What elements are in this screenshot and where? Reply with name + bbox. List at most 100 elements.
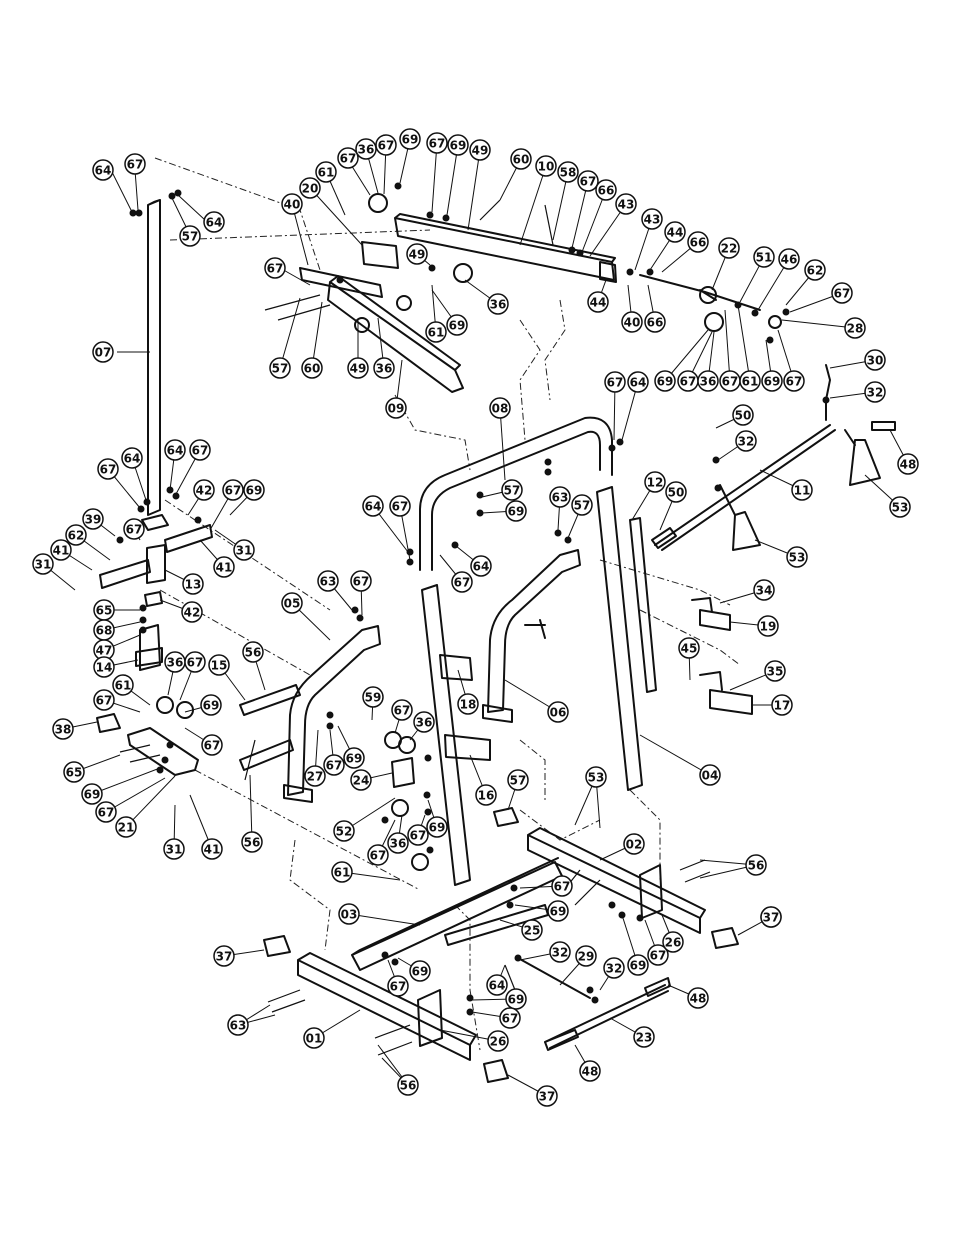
- callout-number: 67: [607, 376, 624, 390]
- part-callout-48: 48: [579, 1060, 601, 1082]
- part-22-cable-arm: [639, 274, 761, 311]
- callout-number: 44: [667, 226, 684, 240]
- callout-circle: [831, 282, 853, 304]
- callout-circle: [32, 553, 54, 575]
- callout-number: 41: [53, 544, 70, 558]
- part-18-bracket: [439, 654, 491, 761]
- part-callout-13: 13: [182, 573, 204, 595]
- part-callout-67: 67: [389, 495, 411, 517]
- callout-number: 31: [166, 843, 183, 857]
- callout-number: 56: [748, 859, 765, 873]
- part-callout-50: 50: [732, 404, 754, 426]
- callout-number: 32: [738, 435, 755, 449]
- part-callout-50: 50: [665, 481, 687, 503]
- part-callout-36: 36: [413, 711, 435, 733]
- callout-number: 04: [702, 769, 719, 783]
- part-callout-41: 41: [201, 838, 223, 860]
- part-callout-25: 25: [521, 919, 543, 941]
- callout-number: 36: [700, 375, 717, 389]
- callout-circle: [615, 193, 637, 215]
- callout-circle: [771, 694, 793, 716]
- callout-number: 07: [95, 346, 112, 360]
- callout-circle: [644, 471, 666, 493]
- callout-number: 26: [665, 936, 682, 950]
- callout-circle: [470, 555, 492, 577]
- part-20-bracket: [299, 241, 399, 298]
- part-07-vertical-post: [147, 199, 161, 516]
- part-28-pulley: [768, 315, 782, 329]
- part-callout-28: 28: [844, 317, 866, 339]
- callout-circle: [227, 1014, 249, 1036]
- callout-number: 50: [668, 486, 685, 500]
- callout-circle: [281, 592, 303, 614]
- part-callout-32: 32: [549, 941, 571, 963]
- part-callout-69: 69: [243, 479, 265, 501]
- callout-number: 46: [781, 253, 798, 267]
- callout-circle: [889, 496, 911, 518]
- part-22-pulley: [699, 286, 717, 304]
- callout-circle: [510, 148, 532, 170]
- callout-number: 31: [35, 558, 52, 572]
- part-callout-26: 26: [662, 931, 684, 953]
- callout-number: 22: [721, 242, 738, 256]
- callout-number: 68: [96, 624, 113, 638]
- callout-circle: [623, 833, 645, 855]
- callout-circle: [317, 570, 339, 592]
- callout-circle: [654, 370, 676, 392]
- callout-number: 27: [307, 770, 324, 784]
- callout-number: 16: [478, 789, 495, 803]
- callout-number: 69: [449, 319, 466, 333]
- part-callout-03: 03: [338, 903, 360, 925]
- part-callout-41: 41: [213, 556, 235, 578]
- callout-circle: [457, 693, 479, 715]
- callout-circle: [355, 138, 377, 160]
- callout-circle: [897, 453, 919, 475]
- part-callout-36: 36: [164, 651, 186, 673]
- callout-circle: [621, 311, 643, 333]
- callout-circle: [413, 711, 435, 733]
- part-callout-67: 67: [604, 371, 626, 393]
- part-callout-36: 36: [697, 370, 719, 392]
- callout-circle: [579, 1060, 601, 1082]
- callout-circle: [678, 637, 700, 659]
- callout-circle: [93, 689, 115, 711]
- part-53-handle-right: [844, 429, 881, 486]
- part-37-foot-c: [263, 935, 291, 957]
- part-callout-68: 68: [93, 619, 115, 641]
- callout-circle: [778, 248, 800, 270]
- callout-circle: [487, 1030, 509, 1052]
- callout-number: 60: [304, 362, 321, 376]
- callout-circle: [124, 153, 146, 175]
- part-callout-69: 69: [446, 314, 468, 336]
- part-callout-66: 66: [644, 311, 666, 333]
- part-callout-29: 29: [575, 945, 597, 967]
- part-callout-67: 67: [577, 170, 599, 192]
- callout-number: 69: [508, 505, 525, 519]
- part-48-grip-bottom: [544, 1029, 579, 1051]
- frame-parts: [96, 193, 896, 1083]
- callout-number: 69: [630, 959, 647, 973]
- part-10-top-arm: [394, 213, 616, 281]
- part-callout-67: 67: [407, 824, 429, 846]
- part-callout-61: 61: [112, 674, 134, 696]
- part-36-pulley-mid-b: [398, 736, 416, 754]
- callout-circle: [375, 134, 397, 156]
- callout-number: 65: [96, 604, 113, 618]
- part-01-base-rail: [297, 952, 477, 1061]
- callout-number: 03: [341, 908, 358, 922]
- callout-number: 67: [187, 656, 204, 670]
- callout-number: 67: [554, 880, 571, 894]
- part-callout-67: 67: [323, 754, 345, 776]
- callout-circle: [549, 486, 571, 508]
- part-callout-01: 01: [303, 1027, 325, 1049]
- callout-number: 67: [267, 262, 284, 276]
- callout-circle: [575, 945, 597, 967]
- callout-circle: [92, 341, 114, 363]
- callout-number: 57: [504, 484, 521, 498]
- callout-number: 66: [598, 184, 615, 198]
- callout-circle: [333, 820, 355, 842]
- callout-number: 61: [318, 166, 335, 180]
- callout-number: 69: [246, 484, 263, 498]
- callout-number: 14: [96, 661, 113, 675]
- part-callout-14: 14: [93, 656, 115, 678]
